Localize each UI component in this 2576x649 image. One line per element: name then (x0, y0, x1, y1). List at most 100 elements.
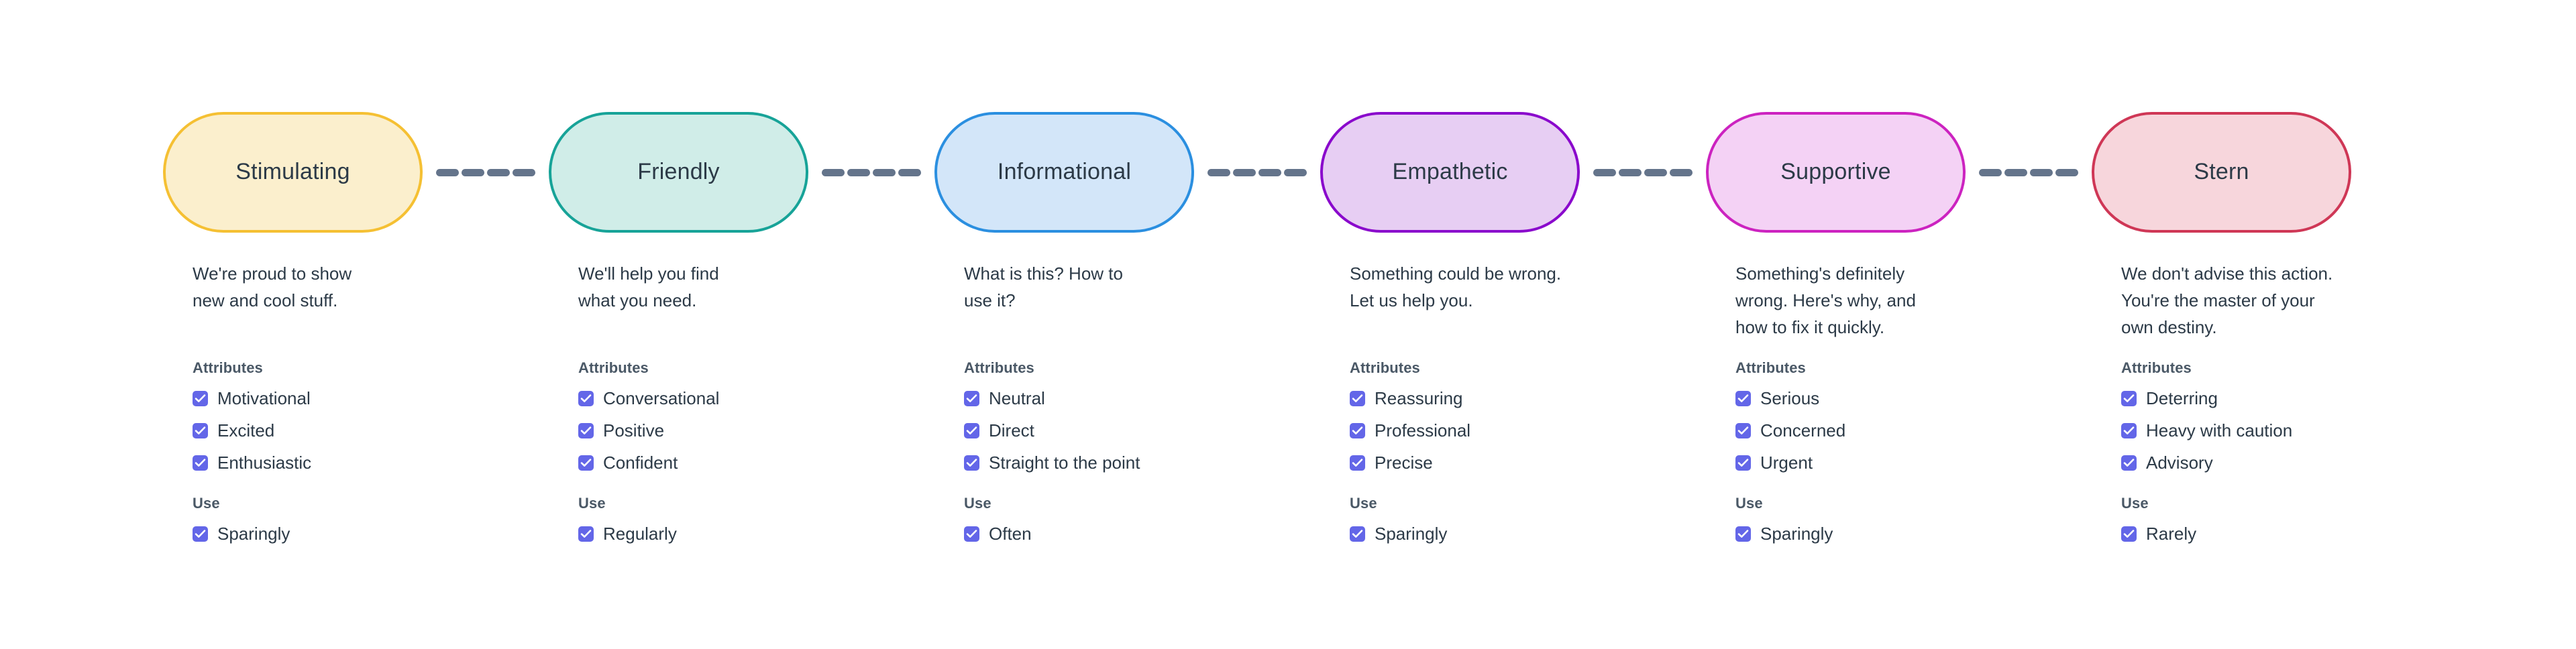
attributes-item-label: Deterring (2146, 388, 2218, 408)
check-icon[interactable] (1735, 422, 1751, 438)
check-icon[interactable] (1350, 526, 1365, 542)
use-item[interactable]: Often (964, 518, 1279, 550)
use-item[interactable]: Sparingly (1735, 518, 2051, 550)
attributes-item-label: Concerned (1760, 420, 1846, 440)
check-icon[interactable] (964, 390, 979, 406)
use-heading: Use (2121, 495, 2149, 512)
check-icon[interactable] (578, 422, 594, 438)
tone-pill-stern[interactable]: Stern (2092, 112, 2351, 233)
use-item[interactable]: Sparingly (193, 518, 508, 550)
dashed-line-icon (1979, 168, 2078, 177)
tone-pill-friendly[interactable]: Friendly (549, 112, 808, 233)
attributes-heading: Attributes (964, 359, 1034, 376)
tone-pill-label: Stern (2194, 159, 2249, 185)
use-heading: Use (1350, 495, 1377, 512)
attributes-item-label: Professional (1375, 420, 1471, 440)
attributes-item[interactable]: Deterring (2121, 382, 2436, 414)
dash-segment (462, 168, 484, 176)
tone-pill-supportive[interactable]: Supportive (1706, 112, 1966, 233)
attributes-item[interactable]: Heavy with caution (2121, 414, 2436, 447)
check-icon[interactable] (193, 422, 208, 438)
tone-description-friendly: We'll help you find what you need. (578, 263, 719, 310)
check-icon[interactable] (578, 455, 594, 471)
check-icon[interactable] (193, 390, 208, 406)
use-heading: Use (964, 495, 991, 512)
dash-segment (1979, 168, 2002, 176)
attributes-item-label: Conversational (603, 388, 720, 408)
dash-segment (847, 168, 870, 176)
check-icon[interactable] (578, 390, 594, 406)
dashed-line-icon (822, 168, 921, 177)
attributes-item-label: Advisory (2146, 453, 2213, 473)
check-icon[interactable] (964, 422, 979, 438)
attributes-item-label: Excited (217, 420, 275, 440)
attributes-item[interactable]: Urgent (1735, 447, 2051, 479)
attributes-item[interactable]: Professional (1350, 414, 1665, 447)
dash-segment (1619, 168, 1642, 176)
check-icon[interactable] (1350, 455, 1365, 471)
check-icon[interactable] (193, 526, 208, 542)
check-icon[interactable] (1735, 390, 1751, 406)
check-icon[interactable] (1350, 390, 1365, 406)
use-item-label: Sparingly (1760, 524, 1833, 544)
check-icon[interactable] (964, 455, 979, 471)
use-item-label: Sparingly (217, 524, 290, 544)
attributes-item-label: Reassuring (1375, 388, 1463, 408)
attributes-item[interactable]: Conversational (578, 382, 894, 414)
attributes-item[interactable]: Advisory (2121, 447, 2436, 479)
use-item-label: Often (989, 524, 1032, 544)
tone-pill-label: Friendly (637, 159, 720, 185)
attributes-item[interactable]: Enthusiastic (193, 447, 508, 479)
attributes-item[interactable]: Serious (1735, 382, 2051, 414)
attributes-heading: Attributes (1735, 359, 1806, 376)
dash-segment (487, 168, 510, 176)
check-icon[interactable] (2121, 390, 2137, 406)
check-icon[interactable] (1735, 526, 1751, 542)
use-item[interactable]: Regularly (578, 518, 894, 550)
check-icon[interactable] (1735, 455, 1751, 471)
check-icon[interactable] (2121, 455, 2137, 471)
attributes-item[interactable]: Excited (193, 414, 508, 447)
tone-pill-label: Empathetic (1392, 159, 1508, 185)
attributes-item[interactable]: Direct (964, 414, 1279, 447)
attributes-item[interactable]: Straight to the point (964, 447, 1279, 479)
dash-segment (1233, 168, 1256, 176)
dash-segment (1644, 168, 1667, 176)
check-icon[interactable] (578, 526, 594, 542)
attributes-item-label: Direct (989, 420, 1034, 440)
attributes-item[interactable]: Precise (1350, 447, 1665, 479)
dashed-line-icon (1208, 168, 1307, 177)
dash-segment (436, 168, 459, 176)
tone-pill-empathetic[interactable]: Empathetic (1320, 112, 1580, 233)
check-icon[interactable] (2121, 526, 2137, 542)
attributes-item[interactable]: Confident (578, 447, 894, 479)
attributes-item-label: Positive (603, 420, 665, 440)
tone-description-stern: We don't advise this action. You're the … (2121, 263, 2333, 337)
attributes-item[interactable]: Neutral (964, 382, 1279, 414)
attributes-item[interactable]: Concerned (1735, 414, 2051, 447)
dash-segment (1284, 168, 1307, 176)
dash-segment (1258, 168, 1281, 176)
tone-pill-stimulating[interactable]: Stimulating (163, 112, 423, 233)
attributes-heading: Attributes (578, 359, 649, 376)
attributes-item[interactable]: Reassuring (1350, 382, 1665, 414)
use-item[interactable]: Sparingly (1350, 518, 1665, 550)
check-icon[interactable] (964, 526, 979, 542)
attributes-item[interactable]: Positive (578, 414, 894, 447)
attributes-item[interactable]: Motivational (193, 382, 508, 414)
use-item[interactable]: Rarely (2121, 518, 2436, 550)
check-icon[interactable] (193, 455, 208, 471)
use-heading: Use (578, 495, 606, 512)
check-icon[interactable] (2121, 422, 2137, 438)
tone-pill-informational[interactable]: Informational (934, 112, 1194, 233)
check-icon[interactable] (1350, 422, 1365, 438)
